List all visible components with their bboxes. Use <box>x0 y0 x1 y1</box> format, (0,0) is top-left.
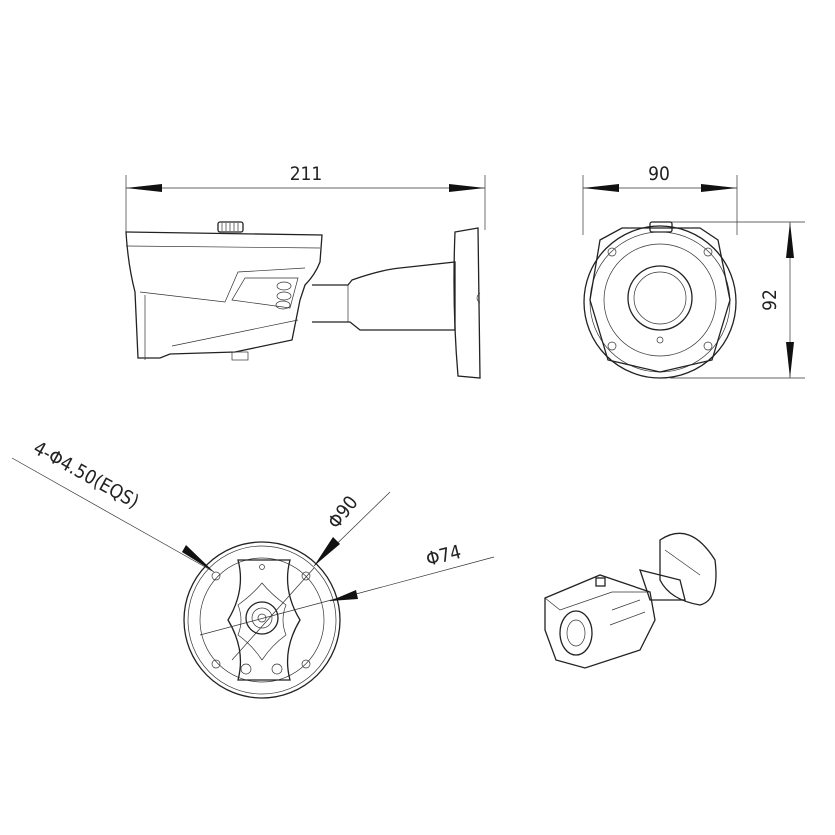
isometric-view <box>544 532 717 669</box>
width-dimension-label: 90 <box>648 163 670 185</box>
hole-spec-label: 4-Φ4.50(EQS) <box>30 437 143 513</box>
front-view: 90 92 <box>582 163 805 379</box>
mount-base-view: 4-Φ4.50(EQS) Φ90 Φ74 <box>11 437 495 699</box>
inner-diameter-label: Φ74 <box>424 541 463 571</box>
height-dimension-label: 92 <box>759 289 781 311</box>
side-view: 211 <box>125 163 486 379</box>
outer-diameter-label: Φ90 <box>324 492 363 533</box>
length-dimension-label: 211 <box>290 163 323 185</box>
